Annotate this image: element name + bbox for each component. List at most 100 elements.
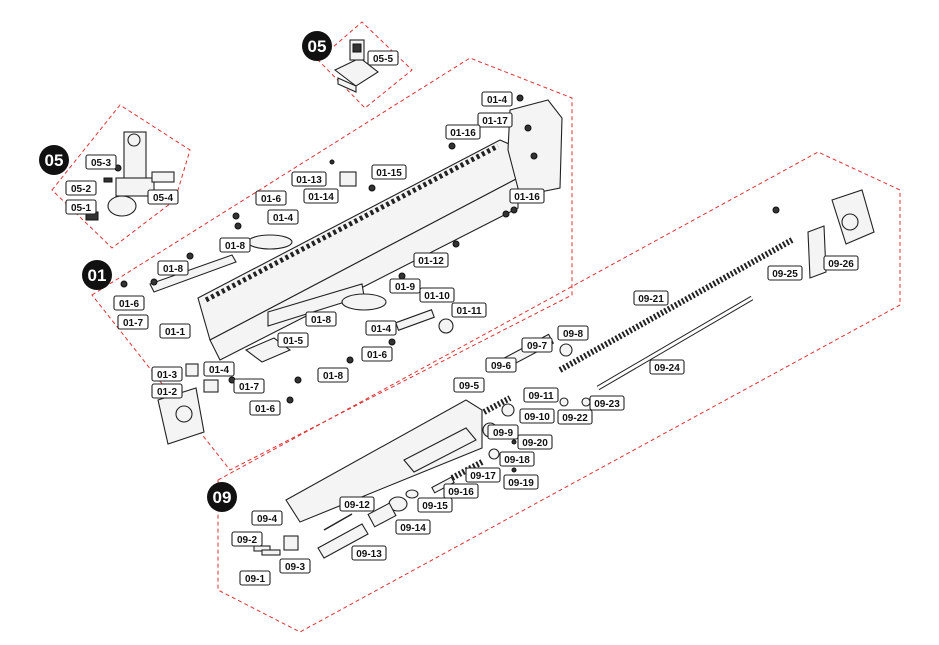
part-label-01-4: 01-4 [203,361,235,377]
svg-text:09-4: 09-4 [257,514,277,525]
svg-text:09-11: 09-11 [528,391,553,402]
front-sight-part [85,131,175,221]
part-label-09-9: 09-9 [487,424,519,440]
part-label-09-8: 09-8 [557,325,589,341]
svg-text:09-14: 09-14 [400,523,426,534]
part-label-09-25: 09-25 [767,265,803,281]
group-09-outline [217,151,901,633]
svg-text:01-6: 01-6 [261,194,281,205]
svg-text:01-12: 01-12 [418,256,444,267]
part-label-01-15: 01-15 [371,164,407,180]
svg-text:09-19: 09-19 [508,478,534,489]
svg-text:09-8: 09-8 [563,329,583,340]
part-label-01-9: 01-9 [389,278,421,294]
svg-text:09-24: 09-24 [654,363,680,374]
svg-text:01-8: 01-8 [163,264,183,275]
part-label-05-2: 05-2 [65,180,97,196]
part-label-09-2: 09-2 [231,531,263,547]
svg-text:05-5: 05-5 [373,54,393,65]
svg-text:01-17: 01-17 [482,116,508,127]
group-badge-05-left: 05 [39,145,69,175]
part-label-09-15: 09-15 [417,497,453,513]
part-label-09-11: 09-11 [523,387,559,403]
part-label-05-4: 05-4 [147,189,179,205]
group-badge-05-top: 05 [302,31,332,61]
svg-text:09-17: 09-17 [470,471,496,482]
svg-text:09-5: 09-5 [459,381,479,392]
svg-text:09: 09 [213,488,232,507]
svg-text:01-5: 01-5 [283,336,303,347]
part-label-01-16: 01-16 [445,124,481,140]
group-01-outline [91,57,573,471]
part-label-09-19: 09-19 [503,474,539,490]
svg-text:01-7: 01-7 [239,382,259,393]
svg-text:05-1: 05-1 [71,203,91,214]
part-label-01-8: 01-8 [219,237,251,253]
part-label-09-22: 09-22 [557,409,593,425]
svg-text:09-20: 09-20 [522,438,548,449]
part-label-01-11: 01-11 [451,302,487,318]
svg-text:01: 01 [88,266,107,285]
svg-text:09-12: 09-12 [344,500,370,511]
svg-text:01-6: 01-6 [367,350,387,361]
part-label-05-1: 05-1 [65,199,97,215]
svg-text:09-23: 09-23 [594,399,620,410]
svg-text:09-10: 09-10 [524,412,550,423]
svg-text:09-21: 09-21 [638,294,664,305]
svg-text:01-7: 01-7 [123,318,143,329]
svg-text:01-2: 01-2 [157,387,177,398]
part-label-09-17: 09-17 [465,467,501,483]
part-label-09-5: 09-5 [453,377,485,393]
svg-text:01-11: 01-11 [456,306,481,317]
part-label-01-7: 01-7 [233,378,265,394]
svg-text:09-25: 09-25 [772,269,798,280]
part-label-01-7: 01-7 [117,314,149,330]
part-label-09-6: 09-6 [485,357,517,373]
svg-text:01-1: 01-1 [165,327,185,338]
part-label-01-6: 01-6 [113,295,145,311]
part-label-01-4: 01-4 [365,320,397,336]
svg-text:01-15: 01-15 [376,168,402,179]
svg-text:01-4: 01-4 [209,365,229,376]
part-label-09-13: 09-13 [351,545,387,561]
svg-text:01-16: 01-16 [514,192,540,203]
part-label-01-8: 01-8 [317,367,349,383]
svg-text:01-16: 01-16 [450,128,476,139]
group-badge-01: 01 [82,260,112,290]
part-label-09-7: 09-7 [521,337,553,353]
rear-sight-part [333,39,379,93]
svg-text:05: 05 [308,37,327,56]
part-label-01-6: 01-6 [255,190,287,206]
part-label-09-23: 09-23 [589,395,625,411]
svg-text:01-3: 01-3 [157,370,177,381]
part-label-01-6: 01-6 [249,400,281,416]
part-label-01-12: 01-12 [413,252,449,268]
part-label-01-5: 01-5 [277,332,309,348]
svg-text:01-6: 01-6 [255,404,275,415]
svg-text:01-8: 01-8 [225,241,245,252]
part-label-09-14: 09-14 [395,519,431,535]
part-label-09-26: 09-26 [823,255,859,271]
part-label-09-24: 09-24 [649,359,685,375]
svg-text:05: 05 [45,151,64,170]
part-label-09-20: 09-20 [517,434,553,450]
svg-text:09-13: 09-13 [356,549,382,560]
svg-text:01-4: 01-4 [487,95,507,106]
part-label-09-1: 09-1 [239,570,271,586]
part-label-01-16: 01-16 [509,188,545,204]
svg-text:09-1: 09-1 [245,574,265,585]
svg-text:09-2: 09-2 [237,535,257,546]
part-label-01-10: 01-10 [419,287,455,303]
svg-text:01-6: 01-6 [119,299,139,310]
svg-text:05-2: 05-2 [71,184,91,195]
svg-text:09-22: 09-22 [562,413,588,424]
svg-text:01-14: 01-14 [308,192,334,203]
part-label-01-1: 01-1 [159,323,191,339]
svg-text:09-3: 09-3 [285,562,305,573]
svg-text:05-4: 05-4 [153,193,173,204]
part-label-01-3: 01-3 [151,366,183,382]
svg-text:01-13: 01-13 [296,175,322,186]
svg-text:09-6: 09-6 [491,361,511,372]
svg-text:01-9: 01-9 [395,282,415,293]
part-label-01-8: 01-8 [157,260,189,276]
